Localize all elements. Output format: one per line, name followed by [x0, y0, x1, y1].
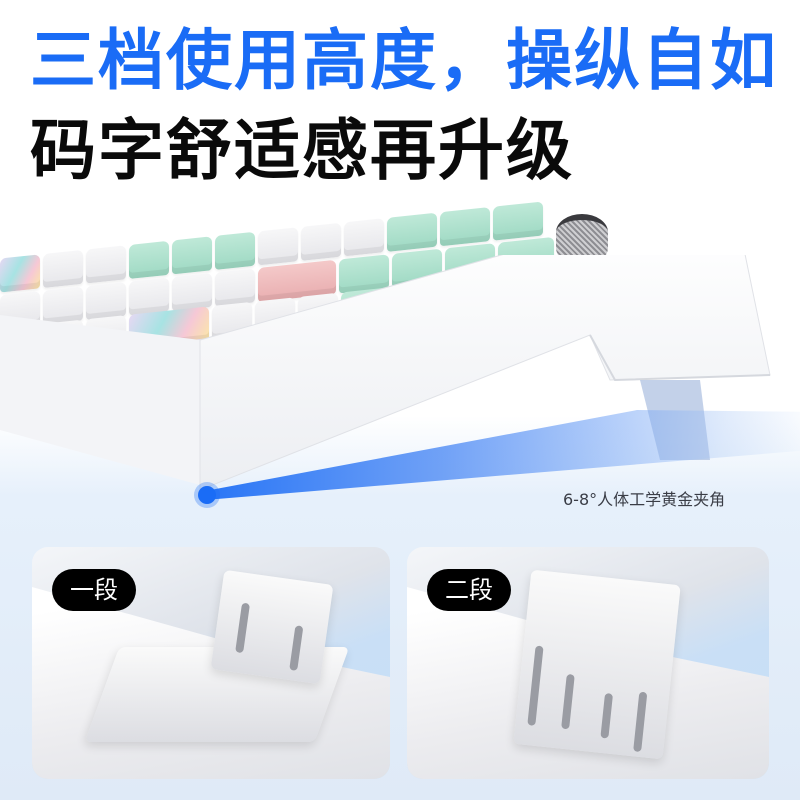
foot-level-2-card: 二段 [407, 547, 769, 779]
headline-primary: 三档使用高度，操纵自如 [30, 22, 778, 99]
headline-secondary: 码字舒适感再升级 [30, 112, 574, 189]
angle-label: 6-8°人体工学黄金夹角 [563, 490, 726, 509]
level-badge: 一段 [52, 569, 136, 611]
pivot-dot-icon [198, 486, 216, 504]
foot-stand [513, 569, 681, 760]
keyboard-hero-image [0, 200, 800, 520]
keyboard-case [0, 255, 771, 491]
foot-level-1-card: 一段 [32, 547, 390, 779]
level-badge: 二段 [427, 569, 511, 611]
foot-stand [210, 569, 334, 685]
